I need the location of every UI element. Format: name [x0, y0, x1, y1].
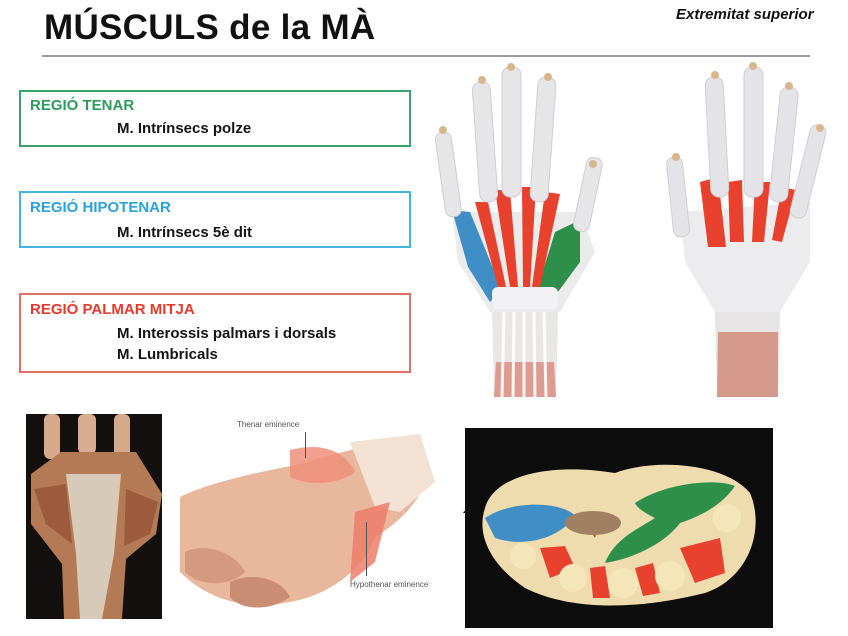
hypothenar-eminence-label: Hypothenar eminence [350, 580, 429, 589]
region-heading: REGIÓ HIPOTENAR [30, 199, 171, 216]
thenar-label-line [305, 432, 306, 458]
region-heading: REGIÓ PALMAR MITJA [30, 301, 195, 318]
hand-eminence-illustration: Thenar eminence Hypothenar eminence [170, 412, 460, 627]
page-subtitle: Extremitat superior [676, 6, 814, 23]
region-item: M. Intrínsecs 5è dit [117, 224, 253, 241]
title-divider [42, 55, 810, 57]
hand-palmar-colored-figure [434, 63, 603, 398]
hand-cross-section-photo [465, 428, 773, 628]
region-box-thenar: REGIÓ TENAR M. Intrínsecs polze [19, 90, 411, 147]
region-item: M. Intrínsecs polze [117, 120, 252, 137]
region-item: M. Lumbricals [117, 346, 218, 363]
region-box-mid-palmar: REGIÓ PALMAR MITJA M. Interossis palmars… [19, 293, 411, 373]
thenar-eminence-label: Thenar eminence [237, 420, 300, 429]
region-item: M. Interossis palmars i dorsals [117, 325, 337, 342]
hand-interossei-figure [666, 62, 827, 397]
cadaver-palm-photo [26, 414, 162, 619]
region-box-hypothenar: REGIÓ HIPOTENAR M. Intrínsecs 5è dit [19, 191, 411, 248]
hypothenar-label-line [366, 522, 367, 576]
page-title: MÚSCULS de la MÀ [44, 8, 376, 47]
region-heading: REGIÓ TENAR [30, 97, 135, 114]
